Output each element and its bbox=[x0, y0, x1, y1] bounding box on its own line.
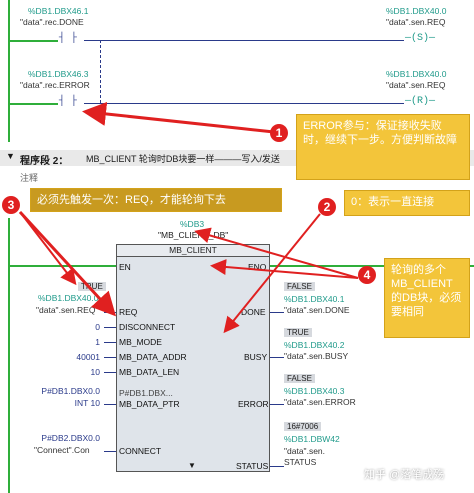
annotation-badge-2: 2 bbox=[318, 198, 336, 216]
pin-mb-data-ptr-value: P#DB1.DBX... bbox=[119, 388, 173, 398]
reset-coil-address: %DB1.DBX40.0 bbox=[386, 69, 447, 79]
collapse-arrow-icon[interactable]: ▼ bbox=[6, 151, 15, 161]
status-state-badge: 16#7006 bbox=[284, 422, 322, 431]
status-lead bbox=[270, 466, 284, 467]
expand-block-icon[interactable]: ▼ bbox=[188, 461, 196, 470]
arrow-3b bbox=[19, 211, 77, 286]
set-coil-address: %DB1.DBX40.0 bbox=[386, 6, 447, 16]
pin-en: EN bbox=[119, 262, 131, 272]
network2-title: 程序段 2： bbox=[20, 156, 69, 167]
connect-param-address[interactable]: P#DB2.DBX0.0 bbox=[41, 433, 100, 443]
power-rail-network1 bbox=[8, 0, 10, 142]
pin-error: ERROR bbox=[238, 399, 269, 409]
req-param-address: %DB1.DBX40.0 bbox=[38, 293, 99, 303]
done-contact-address: %DB1.DBX46.1 bbox=[28, 6, 89, 16]
status-param-symbol-line2: STATUS bbox=[284, 457, 317, 467]
set-coil-symbol: "data".sen.REQ bbox=[386, 17, 446, 27]
error-contact-symbol: "data".rec.ERROR bbox=[20, 80, 90, 90]
pin-mb-data-addr: MB_DATA_ADDR bbox=[119, 352, 187, 362]
network1-wire-top-right bbox=[84, 40, 404, 41]
error-state-badge: FALSE bbox=[284, 374, 315, 383]
network1-wire-bottom-right bbox=[84, 103, 404, 104]
error-lead bbox=[270, 404, 284, 405]
error-param-symbol: "data".sen.ERROR bbox=[284, 397, 356, 407]
connect-lead bbox=[104, 451, 116, 452]
arrow-3a bbox=[18, 210, 117, 317]
annotation-badge-4: 4 bbox=[358, 266, 376, 284]
connect-param-symbol: "Connect".Con bbox=[34, 445, 90, 455]
power-rail-network2 bbox=[8, 218, 10, 493]
arrow-4 bbox=[210, 259, 359, 279]
mb-data-ptr-lead bbox=[104, 404, 116, 405]
mb-data-ptr-param-address[interactable]: P#DB1.DBX0.0 bbox=[41, 386, 100, 396]
busy-lead bbox=[270, 357, 284, 358]
instance-db-name: "MB_CLIENT_DB" bbox=[158, 230, 229, 240]
block-type-title: MB_CLIENT bbox=[117, 245, 269, 257]
reset-coil-symbol: "data".sen.REQ bbox=[386, 80, 446, 90]
mb-client-block[interactable]: MB_CLIENT bbox=[116, 244, 270, 472]
annotation-badge-1: 1 bbox=[270, 124, 288, 142]
parallel-branch-line bbox=[100, 40, 101, 103]
pin-connect: CONNECT bbox=[119, 446, 162, 456]
done-lead bbox=[270, 312, 284, 313]
reset-coil[interactable]: —(R)— bbox=[404, 96, 437, 107]
pin-mb-data-len: MB_DATA_LEN bbox=[119, 367, 180, 377]
done-state-badge: FALSE bbox=[284, 282, 315, 291]
mb-data-len-lead bbox=[104, 372, 116, 373]
pin-disconnect: DISCONNECT bbox=[119, 322, 176, 332]
mb-data-addr-param[interactable]: 40001 bbox=[76, 352, 100, 362]
reset-coil-label: R bbox=[417, 96, 424, 107]
en-wire bbox=[10, 265, 116, 267]
pin-status: STATUS bbox=[236, 461, 269, 471]
req-state-badge: TRUE bbox=[78, 282, 106, 291]
req-param-symbol: "data".sen.REQ bbox=[36, 305, 96, 315]
busy-param-symbol: "data".sen.BUSY bbox=[284, 351, 349, 361]
pin-mb-mode: MB_MODE bbox=[119, 337, 162, 347]
network1-wire-bottom-left bbox=[10, 103, 58, 105]
pin-req: REQ bbox=[119, 307, 138, 317]
network1-wire-top-left bbox=[10, 40, 58, 42]
arrow-4b bbox=[194, 227, 359, 279]
annotation-callout-2: 0：表示一直连接 bbox=[344, 190, 470, 216]
disconnect-param[interactable]: 0 bbox=[95, 322, 100, 332]
pin-mb-data-ptr: MB_DATA_PTR bbox=[119, 399, 180, 409]
pin-busy: BUSY bbox=[244, 352, 268, 362]
arrow-2 bbox=[223, 213, 321, 334]
busy-param-address: %DB1.DBX40.2 bbox=[284, 340, 345, 350]
busy-state-badge: TRUE bbox=[284, 328, 312, 337]
no-contact-error[interactable]: ┤ ├ bbox=[58, 96, 79, 107]
status-param-symbol-line1: "data".sen. bbox=[284, 446, 326, 456]
mb-data-ptr-param-type: INT 10 bbox=[74, 398, 100, 408]
error-contact-address: %DB1.DBX46.3 bbox=[28, 69, 89, 79]
done-param-address: %DB1.DBX40.1 bbox=[284, 294, 345, 304]
no-contact-done[interactable]: ┤ ├ bbox=[58, 33, 79, 44]
watermark: 知乎 @落笔成殇 bbox=[364, 469, 445, 481]
status-param-address: %DB1.DBW42 bbox=[284, 434, 340, 444]
mb-data-len-param[interactable]: 10 bbox=[90, 367, 100, 377]
annotation-callout-3: 必须先触发一次：REQ，才能轮询下去 bbox=[30, 188, 282, 212]
arrow-1 bbox=[82, 101, 275, 134]
done-param-symbol: "data".sen.DONE bbox=[284, 305, 350, 315]
mb-data-addr-lead bbox=[104, 357, 116, 358]
pin-eno: ENO bbox=[248, 262, 267, 272]
annotation-callout-4: 轮询的多个MB_CLIENT的DB块，必须要相同 bbox=[384, 258, 470, 338]
pin-done: DONE bbox=[241, 307, 266, 317]
mb-mode-lead bbox=[104, 342, 116, 343]
done-contact-symbol: "data".rec.DONE bbox=[20, 17, 84, 27]
eno-wire bbox=[270, 265, 474, 267]
mb-mode-param[interactable]: 1 bbox=[95, 337, 100, 347]
annotation-badge-3: 3 bbox=[2, 196, 20, 214]
disconnect-lead bbox=[104, 327, 116, 328]
instance-db-address: %DB3 bbox=[180, 219, 205, 229]
annotation-callout-1: ERROR参与：保证接收失败时，继续下一步。方便判断故障 bbox=[296, 114, 470, 180]
set-coil[interactable]: —(S)— bbox=[404, 33, 437, 44]
network2-description[interactable]: MB_CLIENT 轮询时DB块要一样———写入/发送 bbox=[86, 154, 280, 164]
error-param-address: %DB1.DBX40.3 bbox=[284, 386, 345, 396]
set-coil-label: S bbox=[417, 33, 424, 44]
network2-comment[interactable]: 注释 bbox=[20, 173, 39, 183]
